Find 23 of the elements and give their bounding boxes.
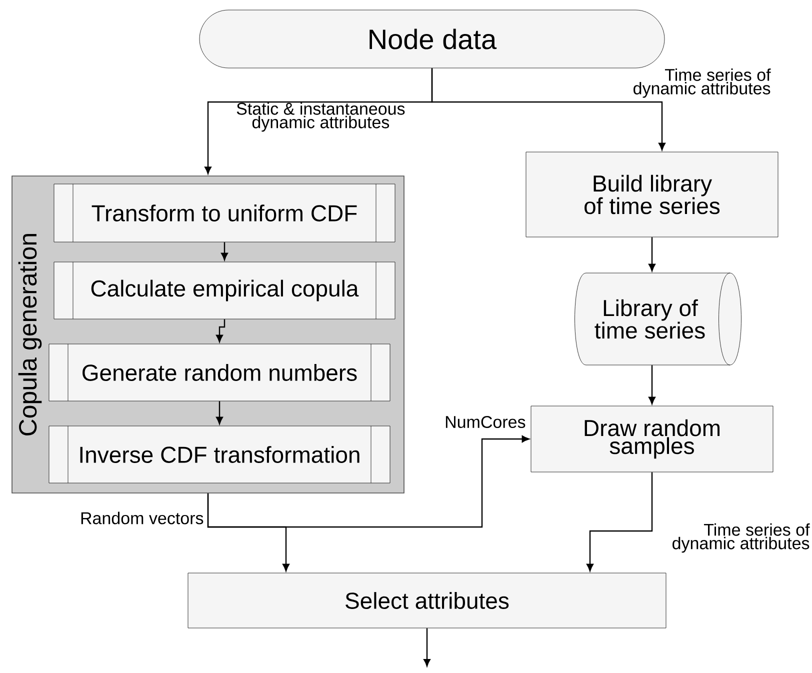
arrow: [216, 401, 223, 424]
edge-label: Static & instantaneous dynamic attributes: [236, 102, 405, 132]
terminal-box: Node data: [199, 10, 665, 68]
storage-cylinder: Library of time series: [574, 272, 742, 366]
arrow: [648, 237, 656, 272]
arrow: [207, 436, 530, 528]
arrow: [221, 242, 228, 260]
edge-label: Time series of dynamic attributes: [672, 523, 810, 553]
arrow: [431, 68, 666, 150]
process-box: Draw random samples: [530, 406, 774, 472]
arrow: [424, 628, 430, 666]
process-box: Select attributes: [188, 572, 666, 628]
arrow: [648, 365, 656, 404]
subprocess-box: Generate random numbers: [48, 344, 390, 402]
arrow: [586, 472, 653, 572]
subprocess-box: Calculate empirical copula: [54, 262, 396, 320]
edge-label: Time series of dynamic attributes: [634, 68, 771, 98]
process-box: Build library of time series: [526, 152, 778, 238]
subprocess-box: Transform to uniform CDF: [54, 184, 396, 242]
arrow: [216, 319, 226, 342]
subprocess-box: Inverse CDF transformation: [48, 426, 390, 484]
edge-label: Random vectors: [81, 512, 204, 524]
edge-label: NumCores: [446, 416, 526, 428]
